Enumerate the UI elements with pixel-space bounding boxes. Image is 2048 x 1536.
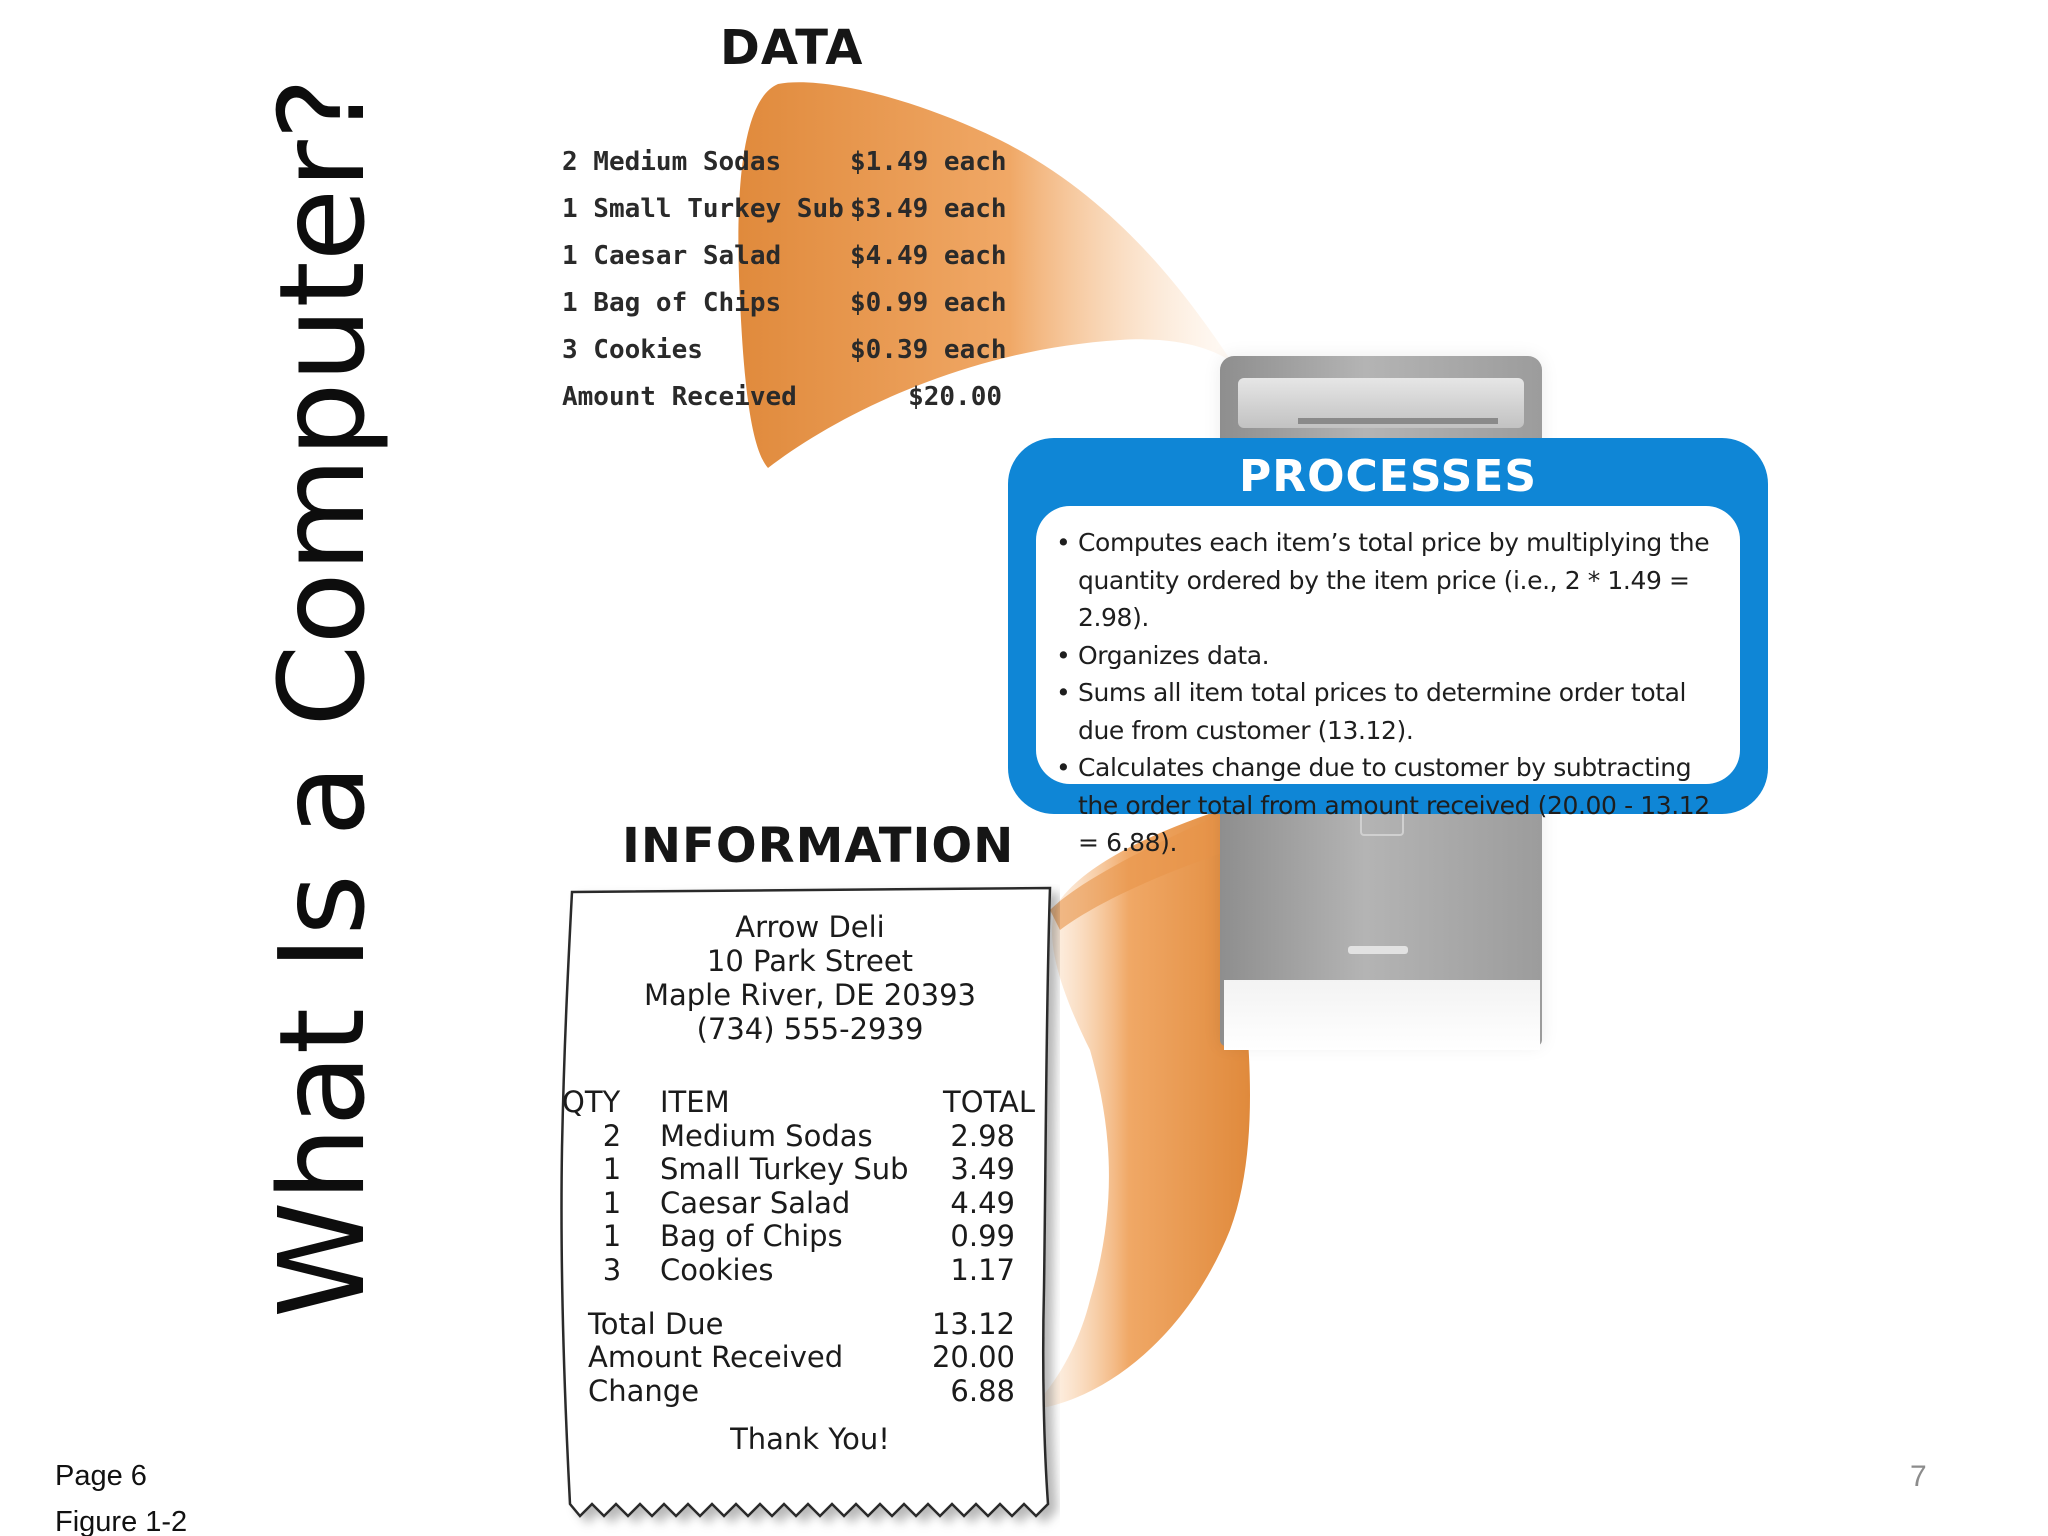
data-item: 1 Small Turkey Sub (562, 193, 844, 224)
summary-row: Change 6.88 (560, 1373, 1040, 1409)
receipt-paper (560, 886, 1052, 1518)
summary-label: Total Due (588, 1306, 724, 1341)
data-row: 3 Cookies $0.39 each (562, 326, 1007, 373)
line-total: 4.49 (950, 1185, 1015, 1220)
line-item: Bag of Chips (660, 1219, 843, 1254)
data-row: 1 Caesar Salad $4.49 each (562, 232, 1007, 279)
col-total: TOTAL (943, 1085, 1035, 1119)
bullet-icon: • (1056, 753, 1071, 782)
data-price: $0.39 each (850, 334, 1007, 365)
data-price: $1.49 each (850, 146, 1007, 177)
line-total: 1.17 (950, 1252, 1015, 1287)
data-item: 3 Cookies (562, 334, 703, 365)
data-row: 2 Medium Sodas $1.49 each (562, 138, 1007, 185)
line-qty: 1 (602, 1219, 622, 1254)
summary-label: Change (588, 1373, 700, 1408)
line-qty: 1 (602, 1185, 622, 1220)
data-price: $3.49 each (850, 193, 1007, 224)
receipt-column-headers: QTY ITEM TOTAL (560, 1085, 1040, 1120)
process-text: Organizes data. (1078, 640, 1270, 670)
ribbon-upper (738, 82, 1232, 468)
data-heading: DATA (720, 20, 864, 76)
line-total: 0.99 (950, 1219, 1015, 1254)
col-qty: QTY (562, 1085, 621, 1119)
summary-value: 13.12 (931, 1306, 1015, 1341)
summary-label: Amount Received (588, 1340, 844, 1375)
receipt-line: 3 Cookies 1.17 (560, 1252, 1040, 1288)
line-item: Medium Sodas (660, 1118, 873, 1153)
data-row: 1 Small Turkey Sub $3.49 each (562, 185, 1007, 232)
col-item: ITEM (660, 1085, 730, 1119)
summary-value: 20.00 (931, 1340, 1015, 1375)
drive-slot (1298, 418, 1498, 424)
data-item: 1 Caesar Salad (562, 240, 782, 271)
tower-reflection (1224, 980, 1540, 1050)
line-item: Cookies (660, 1252, 774, 1287)
receipt-line: 1 Caesar Salad 4.49 (560, 1185, 1040, 1221)
bullet-icon: • (1056, 678, 1071, 707)
store-name: Arrow Deli (735, 910, 885, 944)
data-list: 2 Medium Sodas $1.49 each 1 Small Turkey… (562, 138, 1007, 420)
bullet-icon: • (1056, 640, 1071, 670)
process-text: Sums all item total prices to determine … (1078, 678, 1687, 745)
process-text: Calculates change due to customer by sub… (1078, 753, 1710, 857)
figure-reference: Figure 1-2 (55, 1506, 188, 1536)
receipt-thanks: Thank You! (730, 1422, 890, 1457)
receipt-outline (560, 886, 1052, 1518)
data-row: Amount Received $20.00 (562, 373, 1002, 420)
line-qty: 1 (602, 1152, 622, 1187)
line-item: Small Turkey Sub (660, 1152, 909, 1187)
data-item: Amount Received (562, 381, 797, 412)
bullet-icon: • (1056, 528, 1071, 557)
slide-number: 7 (1910, 1460, 1927, 1493)
line-total: 2.98 (950, 1118, 1015, 1153)
slide-title: What Is a Computer? (253, 77, 391, 1318)
information-heading: INFORMATION (622, 818, 1015, 874)
summary-value: 6.88 (950, 1373, 1015, 1408)
data-item: 1 Bag of Chips (562, 287, 782, 318)
receipt-table: QTY ITEM TOTAL 2 Medium Sodas 2.98 1 Sma… (560, 1085, 1040, 1288)
process-text: Computes each item’s total price by mult… (1078, 528, 1710, 632)
receipt-line: 2 Medium Sodas 2.98 (560, 1118, 1040, 1154)
data-price: $20.00 (908, 381, 1002, 412)
page-reference: Page 6 (55, 1460, 147, 1492)
line-qty: 2 (602, 1118, 622, 1153)
data-item: 2 Medium Sodas (562, 146, 782, 177)
store-street: 10 Park Street (706, 944, 914, 978)
receipt-header: Arrow Deli 10 Park Street Maple River, D… (580, 910, 1040, 1046)
line-item: Caesar Salad (660, 1185, 851, 1220)
brand-label-mark (1348, 946, 1408, 954)
processes-list: •Computes each item’s total price by mul… (1036, 506, 1740, 857)
process-item: •Computes each item’s total price by mul… (1056, 524, 1722, 637)
receipt: Arrow Deli 10 Park Street Maple River, D… (560, 910, 1040, 1456)
receipt-line: 1 Bag of Chips 0.99 (560, 1220, 1040, 1254)
ribbon-lower-hook (1050, 810, 1232, 930)
processes-box: PROCESSES •Computes each item’s total pr… (1008, 438, 1768, 857)
data-price: $4.49 each (850, 240, 1007, 271)
data-row: 1 Bag of Chips $0.99 each (562, 279, 1007, 326)
processes-heading: PROCESSES (1238, 451, 1538, 502)
summary-row: Total Due 13.12 (560, 1306, 1040, 1342)
summary-row: Amount Received 20.00 (560, 1341, 1040, 1375)
receipt-line: 1 Small Turkey Sub 3.49 (560, 1153, 1040, 1187)
process-item: •Sums all item total prices to determine… (1056, 674, 1722, 749)
ribbon-lower (1030, 806, 1250, 1410)
line-total: 3.49 (950, 1152, 1015, 1187)
receipt-summary: Total Due 13.12 Amount Received 20.00 Ch… (560, 1306, 1040, 1409)
drive-bay (1238, 378, 1524, 428)
store-phone: (734) 555-2939 (696, 1012, 924, 1046)
line-qty: 3 (602, 1252, 622, 1287)
store-city: Maple River, DE 20393 (643, 978, 976, 1012)
process-item: •Organizes data. (1056, 637, 1722, 675)
data-price: $0.99 each (850, 287, 1007, 318)
process-item: •Calculates change due to customer by su… (1056, 749, 1722, 862)
